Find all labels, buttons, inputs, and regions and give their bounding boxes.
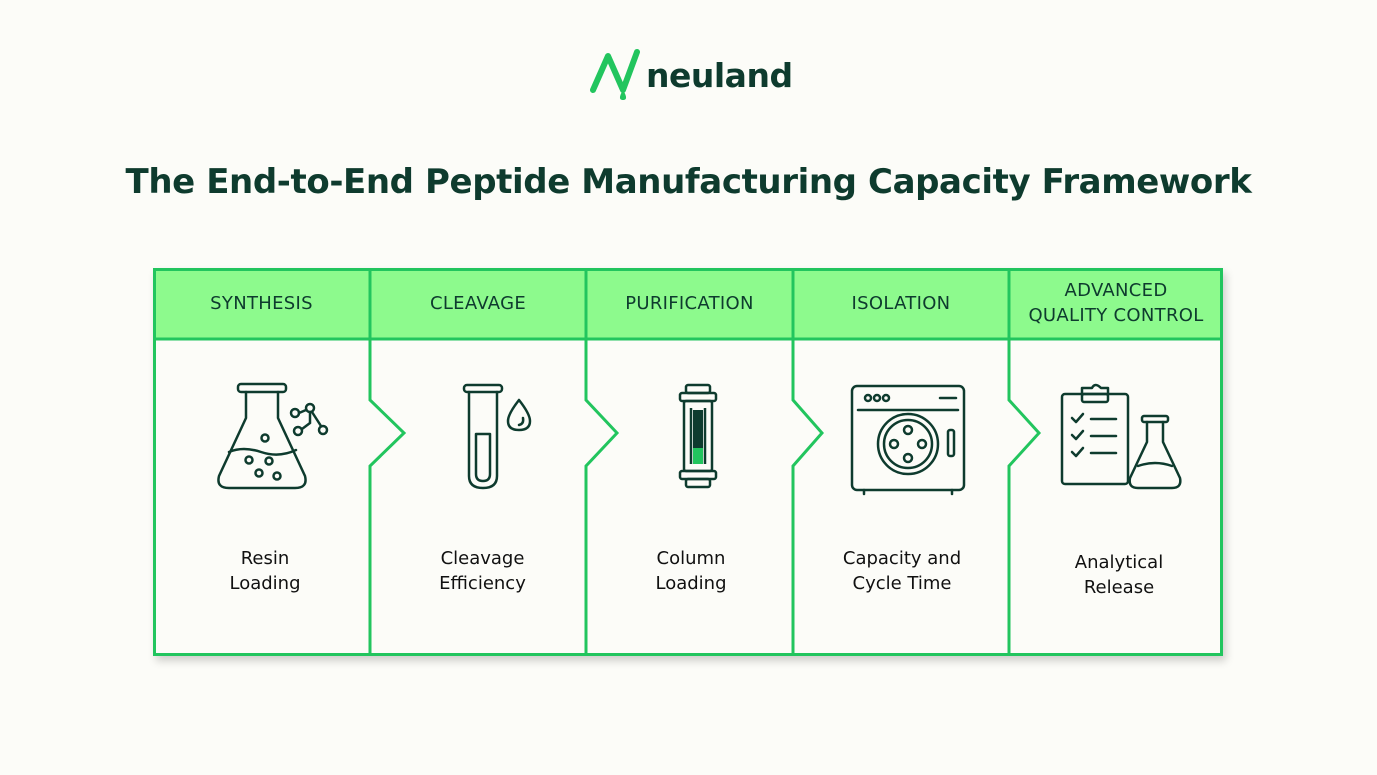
lyophilizer-icon bbox=[850, 384, 966, 496]
neuland-logo-icon bbox=[590, 49, 640, 100]
stage-label-analytical-release: Analytical Release bbox=[1074, 552, 1164, 598]
header-isolation: ISOLATION bbox=[851, 292, 951, 314]
flask-molecule-icon bbox=[217, 382, 329, 490]
header-advanced-quality-control: ADVANCED QUALITY CONTROL bbox=[1028, 280, 1204, 326]
header-purification: PURIFICATION bbox=[625, 292, 754, 314]
stage-label-column-loading: Column Loading bbox=[655, 548, 727, 594]
page-title: The End-to-End Peptide Manufacturing Cap… bbox=[125, 162, 1252, 202]
stage-label-cleavage-efficiency: Cleavage Efficiency bbox=[439, 548, 526, 594]
framework-diagram: SYNTHESIS CLEAVAGE PURIFICATION ISOLATIO… bbox=[153, 268, 1223, 656]
header-synthesis: SYNTHESIS bbox=[210, 292, 313, 314]
stage-label-resin-loading: Resin Loading bbox=[229, 548, 301, 594]
neuland-logo: neuland bbox=[590, 46, 793, 102]
stage-label-capacity-cycle-time: Capacity and Cycle Time bbox=[842, 548, 962, 594]
chromatography-column-icon bbox=[678, 383, 718, 489]
test-tube-drop-icon bbox=[462, 383, 532, 490]
framework-grid bbox=[153, 268, 1223, 656]
brand-name: neuland bbox=[646, 55, 793, 95]
header-cleavage: CLEAVAGE bbox=[429, 292, 526, 314]
checklist-flask-icon bbox=[1060, 383, 1182, 490]
